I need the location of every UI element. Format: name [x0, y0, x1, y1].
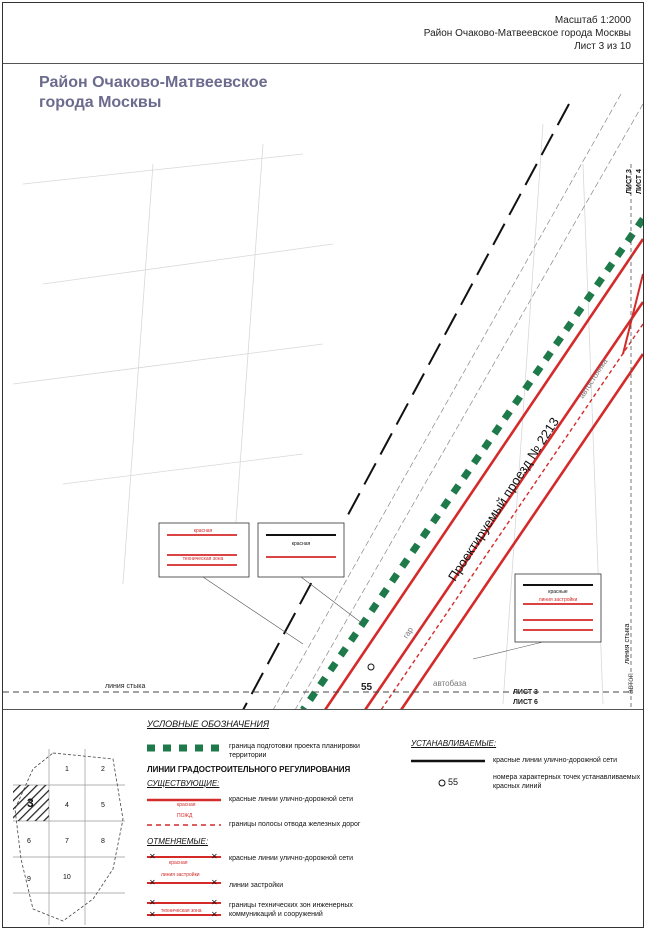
- header-divider: [3, 63, 643, 64]
- index-cell-8: 8: [101, 838, 105, 845]
- legend-cancelled: ОТМЕНЯЕМЫЕ:: [147, 837, 209, 846]
- existing-red-sample-label: красная: [177, 802, 196, 808]
- scale-label: Масштаб 1:2000: [554, 15, 631, 26]
- existing-rail-sample: [147, 824, 221, 826]
- leader-1: [202, 576, 304, 645]
- legend-existing-rail: границы полосы отвода железных дорог: [229, 821, 361, 828]
- existing-rail-sample-label: ПОЖД: [177, 813, 193, 819]
- cancelled-red-sample: ✕ ✕: [147, 852, 221, 861]
- district-title-line1: Район Очаково-Матвеевское: [39, 74, 268, 91]
- legend-existing-red: красные линии улично-дорожной сети: [229, 796, 354, 803]
- legend-existing: СУЩЕСТВУЮЩИЕ:: [147, 779, 220, 788]
- index-cell-9: 9: [27, 876, 31, 883]
- established-red-sample: [411, 759, 485, 763]
- svg-text:✕: ✕: [149, 898, 156, 907]
- railway-line: [242, 103, 570, 710]
- callout-left-2: красная: [257, 522, 345, 578]
- index-cell-4: 4: [65, 802, 69, 809]
- sheet3-right: ЛИСТ 3: [626, 169, 633, 194]
- leader-3: [472, 641, 544, 660]
- construction-lines: [272, 93, 643, 710]
- point-sample-label: 55: [448, 777, 459, 787]
- legend-cancelled-red: красные линии улично-дорожной сети: [229, 855, 354, 862]
- svg-text:✕: ✕: [211, 852, 218, 861]
- index-cell-7: 7: [65, 838, 69, 845]
- legend-divider: [3, 709, 643, 710]
- point-55-marker: [367, 663, 375, 671]
- sheet6-bottom: ЛИСТ 6: [513, 699, 538, 706]
- red-line-cancelled: [380, 323, 643, 710]
- legend-cancelled-tech: границы технических зон инженерных комму…: [229, 902, 353, 918]
- svg-text:красные: красные: [548, 589, 568, 595]
- index-cell-2: 2: [101, 766, 105, 773]
- point-sample-icon: [438, 779, 446, 787]
- svg-text:✕: ✕: [149, 910, 156, 919]
- svg-text:✕: ✕: [149, 878, 156, 887]
- index-cell-3: 3: [27, 796, 34, 810]
- joint-line-label: линия стыка: [105, 683, 146, 690]
- svg-text:линия застройки: линия застройки: [539, 596, 578, 603]
- svg-text:✕: ✕: [211, 878, 218, 887]
- index-cell-6: 6: [27, 838, 31, 845]
- legend-regulation-title: ЛИНИИ ГРАДОСТРОИТЕЛЬНОГО РЕГУЛИРОВАНИЯ: [147, 765, 351, 774]
- red-line-2: [363, 301, 643, 710]
- joint-label-vertical: линия стыка: [624, 624, 631, 664]
- callout-right: красные линия застройки: [514, 573, 602, 643]
- cancelled-tech-sample: ✕ ✕ ✕ ✕: [147, 898, 221, 919]
- avtobaza-label: автобаза: [433, 679, 467, 688]
- legend-title: УСЛОВНЫЕ ОБОЗНАЧЕНИЯ: [147, 719, 270, 729]
- header-district: Район Очаково-Матвеевское города Москвы: [423, 28, 631, 39]
- district-title-line2: города Москвы: [39, 94, 162, 111]
- leader-2: [300, 576, 364, 625]
- existing-red-sample: [147, 798, 221, 802]
- avtostoyanka-label: автостоянка: [577, 357, 610, 400]
- index-cell-5: 5: [101, 802, 105, 809]
- sheet-number: Лист 3 из 10: [574, 41, 631, 52]
- svg-text:красная: красная: [292, 541, 311, 547]
- sheet-index-map: [13, 749, 125, 925]
- cancelled-build-sample-label: линия застройки: [161, 872, 200, 878]
- cancelled-tech-sample-label: техническая зона: [161, 908, 202, 914]
- legend-established-red: красные линии улично-дорожной сети: [493, 757, 618, 764]
- svg-text:✕: ✕: [211, 898, 218, 907]
- svg-text:техническая зона: техническая зона: [183, 556, 224, 562]
- svg-text:✕: ✕: [149, 852, 156, 861]
- callout-left-1: красная техническая зона: [158, 522, 250, 578]
- legend-points: номера характерных точек устанавливаемых…: [493, 774, 641, 790]
- current-sheet-cell: [13, 785, 49, 821]
- sheet3-bottom: ЛИСТ 3: [513, 689, 538, 696]
- legend-established: УСТАНАВЛИВАЕМЫЕ:: [411, 739, 497, 748]
- index-cell-10: 10: [63, 874, 71, 881]
- red-line-short: [622, 273, 643, 355]
- svg-text:✕: ✕: [211, 910, 218, 919]
- point-55-label: 55: [361, 682, 373, 693]
- red-line-1: [323, 238, 643, 710]
- svg-text:красная: красная: [194, 528, 213, 534]
- sheet4-right: ЛИСТ 4: [636, 169, 643, 194]
- avtop-label: автоп: [626, 673, 635, 694]
- boundary-sample: [147, 744, 221, 752]
- cancelled-red-sample-label: красная: [169, 860, 188, 866]
- district-title: Район Очаково-Матвеевское города Москвы: [39, 73, 268, 113]
- map-canvas: Проектируемый проезд № 2213 автостоянка …: [3, 93, 643, 710]
- legend-cancelled-build: линии застройки: [229, 882, 284, 889]
- index-cell-1: 1: [65, 766, 69, 773]
- red-line-3: [399, 353, 643, 710]
- background-texture: [12, 123, 604, 705]
- cancelled-build-sample: ✕ ✕: [147, 878, 221, 887]
- legend-boundary: граница подготовки проекта планировки те…: [229, 743, 360, 759]
